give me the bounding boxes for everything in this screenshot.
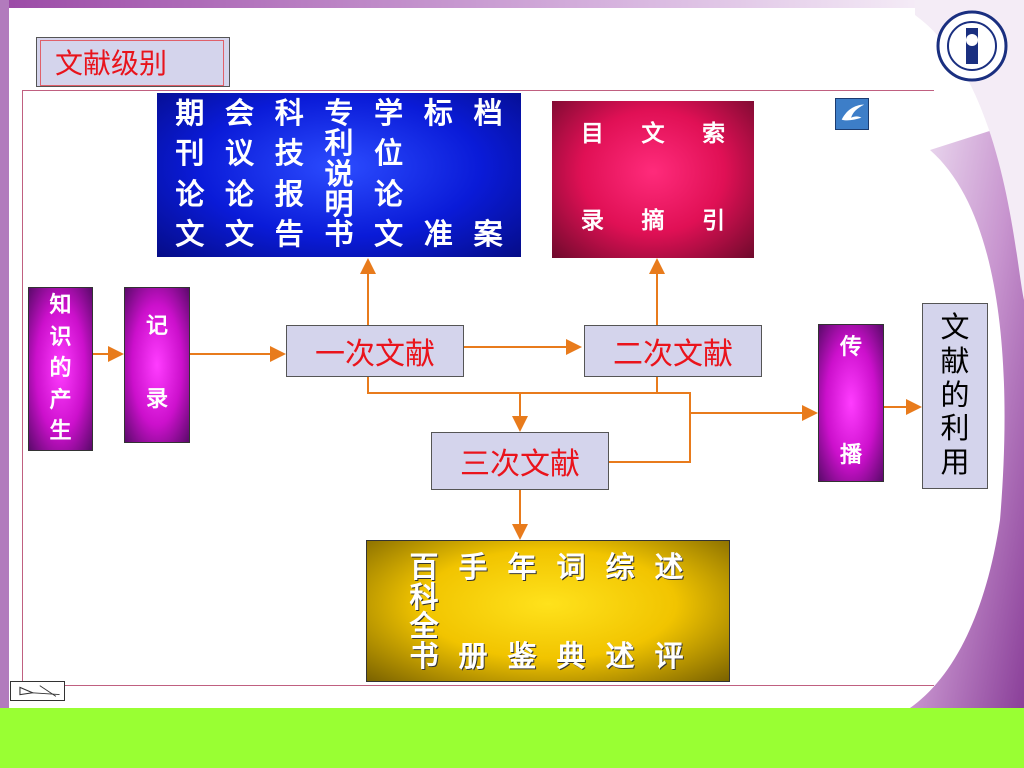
- primary-type-char: 说: [324, 156, 354, 191]
- bird-icon[interactable]: [835, 98, 869, 130]
- tertiary-type-char: 评: [654, 639, 684, 673]
- tertiary-document-box[interactable]: 三次文献: [431, 432, 609, 490]
- primary-type-char: 准: [423, 217, 453, 251]
- knowledge-origin-char: 识: [49, 324, 72, 350]
- knowledge-origin-label: 知识的产生: [29, 295, 92, 443]
- document-usage-label: 文献的利用: [923, 313, 987, 477]
- primary-document-types-box: 期刊论文会议论文科技报告专利说明书学位论文标准档案: [157, 93, 521, 257]
- tertiary-type-char: 年: [507, 550, 537, 584]
- primary-type-char: 学: [374, 96, 404, 130]
- primary-type-column: 期刊论文: [175, 99, 204, 249]
- record-char: 记: [145, 314, 168, 339]
- primary-type-char: 议: [225, 136, 255, 171]
- knowledge-origin-char: 生: [49, 419, 72, 444]
- primary-type-char: 报: [274, 176, 304, 211]
- tertiary-type-column: 述评: [652, 553, 686, 671]
- secondary-type-char: 录: [580, 208, 604, 234]
- primary-type-char: 科: [274, 96, 304, 130]
- tertiary-document-types-box: 百科全书手册年鉴词典综述述评: [366, 540, 730, 682]
- primary-type-char: 期: [175, 96, 205, 130]
- primary-type-column: 标准: [424, 99, 453, 249]
- tertiary-type-char: 典: [556, 639, 586, 673]
- primary-type-char: 案: [473, 217, 503, 251]
- primary-type-char: 告: [274, 216, 304, 251]
- spread-label: 传播: [819, 337, 883, 467]
- primary-type-char: 位: [374, 136, 404, 171]
- primary-type-char: 文: [374, 216, 404, 251]
- header-line: [22, 90, 934, 91]
- tertiary-type-char: 全: [409, 609, 439, 644]
- spread-char: 播: [839, 443, 862, 468]
- primary-document-box[interactable]: 一次文献: [286, 325, 464, 377]
- tertiary-type-column: 年鉴: [505, 553, 539, 671]
- knowledge-origin-char: 产: [49, 387, 72, 413]
- usage-char: 的: [940, 377, 970, 412]
- title-box: [36, 37, 230, 87]
- tertiary-type-char: 述: [605, 639, 635, 673]
- page-title: 文献级别: [40, 40, 224, 86]
- spread-char: 传: [839, 335, 862, 360]
- primary-type-char: 论: [175, 176, 205, 211]
- tertiary-type-char: 书: [409, 638, 439, 673]
- primary-type-char: 明: [324, 186, 354, 221]
- secondary-type-char: 摘: [641, 208, 665, 234]
- record-box: 记录: [124, 287, 190, 443]
- tertiary-type-column: 手册: [456, 553, 490, 671]
- usage-char: 利: [940, 411, 970, 446]
- primary-type-column: 专利说明书: [324, 99, 353, 249]
- university-logo: [936, 10, 1008, 82]
- primary-type-char: 文: [175, 216, 205, 251]
- secondary-type-column: 索引: [702, 123, 725, 233]
- spread-box: 传播: [818, 324, 884, 482]
- usage-char: 文: [940, 310, 970, 344]
- primary-type-column: 档案: [474, 99, 503, 249]
- tertiary-type-char: 鉴: [507, 639, 537, 673]
- secondary-type-char: 引: [702, 208, 726, 234]
- usage-char: 用: [940, 445, 970, 479]
- primary-type-char: 书: [324, 217, 354, 251]
- secondary-document-types-box: 目录文摘索引: [552, 101, 754, 258]
- primary-type-char: 技: [274, 136, 304, 171]
- tertiary-type-column: 百科全书: [407, 553, 441, 671]
- footer-line: [22, 685, 934, 686]
- primary-type-char: 论: [374, 176, 404, 211]
- tertiary-type-char: 手: [458, 550, 488, 584]
- tertiary-type-column: 综述: [603, 553, 637, 671]
- primary-type-char: 档: [473, 96, 503, 130]
- tertiary-type-char: 词: [556, 550, 586, 584]
- secondary-document-box[interactable]: 二次文献: [584, 325, 762, 377]
- record-char: 录: [145, 387, 168, 412]
- primary-type-char: 会: [225, 96, 255, 130]
- record-label: 记录: [125, 316, 189, 411]
- secondary-type-column: 文摘: [641, 123, 664, 233]
- tertiary-type-column: 词典: [554, 553, 588, 671]
- bottom-grass-band: [0, 708, 1024, 768]
- tertiary-type-char: 册: [458, 639, 488, 673]
- primary-type-char: 标: [423, 96, 453, 130]
- secondary-type-column: 目录: [581, 123, 604, 233]
- secondary-type-char: 目: [580, 121, 604, 147]
- tertiary-type-char: 科: [409, 579, 439, 614]
- tertiary-type-char: 百: [409, 550, 439, 584]
- secondary-type-char: 文: [641, 121, 665, 147]
- primary-type-column: 会议论文: [225, 99, 254, 249]
- knowledge-origin-char: 的: [49, 356, 72, 381]
- document-usage-box: 文献的利用: [922, 303, 988, 489]
- left-margin-line: [22, 90, 23, 700]
- primary-type-column: 学位论文: [374, 99, 403, 249]
- pencil-icon[interactable]: [10, 681, 65, 701]
- knowledge-origin-box: 知识的产生: [28, 287, 93, 451]
- tertiary-type-char: 综: [605, 550, 635, 584]
- secondary-type-char: 索: [702, 121, 726, 147]
- primary-type-char: 刊: [175, 136, 205, 171]
- knowledge-origin-char: 知: [49, 293, 72, 318]
- primary-type-char: 利: [324, 126, 354, 161]
- primary-type-char: 专: [324, 96, 354, 130]
- usage-char: 献: [940, 343, 970, 378]
- primary-type-char: 文: [225, 216, 255, 251]
- tertiary-type-char: 述: [654, 550, 684, 584]
- primary-type-column: 科技报告: [275, 99, 304, 249]
- primary-type-char: 论: [225, 176, 255, 211]
